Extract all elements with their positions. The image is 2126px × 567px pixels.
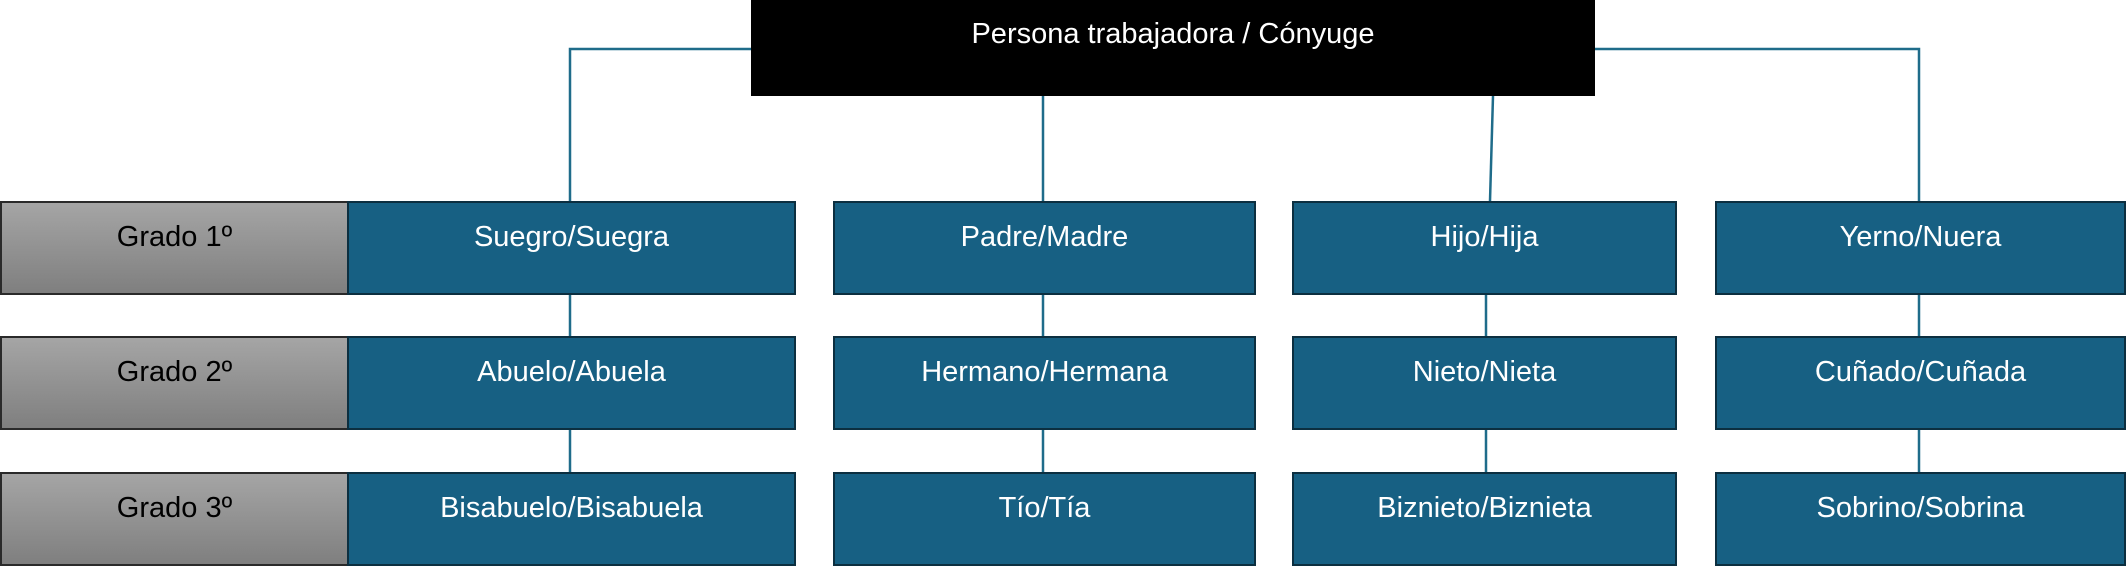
- node-bisabuelo: Bisabuelo/Bisabuela: [347, 472, 796, 566]
- grado-1-label: Grado 1º: [0, 201, 349, 295]
- grado-2-label: Grado 2º: [0, 336, 349, 430]
- node-hermano: Hermano/Hermana: [833, 336, 1256, 430]
- node-hijo: Hijo/Hija: [1292, 201, 1677, 295]
- node-padre: Padre/Madre: [833, 201, 1256, 295]
- connector-suegro: [568, 47, 751, 201]
- grado-3-label: Grado 3º: [0, 472, 349, 566]
- node-yerno: Yerno/Nuera: [1715, 201, 2126, 295]
- root-node: Persona trabajadora / Cónyuge: [751, 0, 1595, 96]
- node-abuelo: Abuelo/Abuela: [347, 336, 796, 430]
- node-cunado: Cuñado/Cuñada: [1715, 336, 2126, 430]
- connector-yerno: [1595, 47, 1921, 201]
- node-sobrino: Sobrino/Sobrina: [1715, 472, 2126, 566]
- connector-hijo: [1488, 95, 1495, 202]
- node-biznieto: Biznieto/Biznieta: [1292, 472, 1677, 566]
- node-tio: Tío/Tía: [833, 472, 1256, 566]
- node-suegro: Suegro/Suegra: [347, 201, 796, 295]
- node-nieto: Nieto/Nieta: [1292, 336, 1677, 430]
